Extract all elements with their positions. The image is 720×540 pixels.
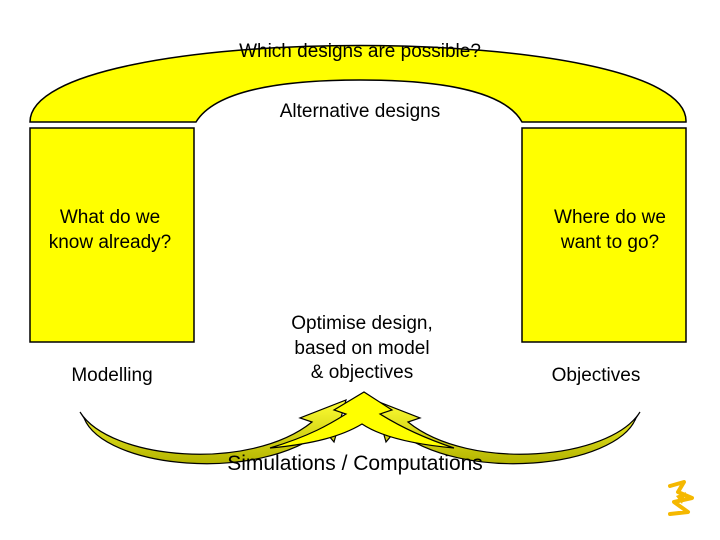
- know-already-label: What do we know already?: [48, 207, 172, 253]
- modelling-label: Modelling: [71, 365, 153, 386]
- where-to-go-label: Where do we want to go?: [554, 207, 666, 253]
- possible-designs-arch: [29, 44, 687, 123]
- objectives-to-optimise-arrow: [373, 398, 641, 465]
- knowledge-pillar: [29, 127, 195, 343]
- simulations-label: Simulations / Computations: [227, 452, 483, 475]
- modelling-to-optimise-arrow: [79, 398, 347, 465]
- objectives-pillar: [521, 127, 687, 343]
- simulations-to-optimise-arrow: [269, 391, 455, 449]
- alternative-designs-label: Alternative designs: [279, 101, 441, 122]
- optimise-design-label: Optimise design, based on model & object…: [291, 313, 433, 384]
- possible-designs-label: Which designs are possible?: [239, 41, 481, 62]
- company-logo-icon: [668, 480, 694, 516]
- objectives-label: Objectives: [551, 365, 641, 386]
